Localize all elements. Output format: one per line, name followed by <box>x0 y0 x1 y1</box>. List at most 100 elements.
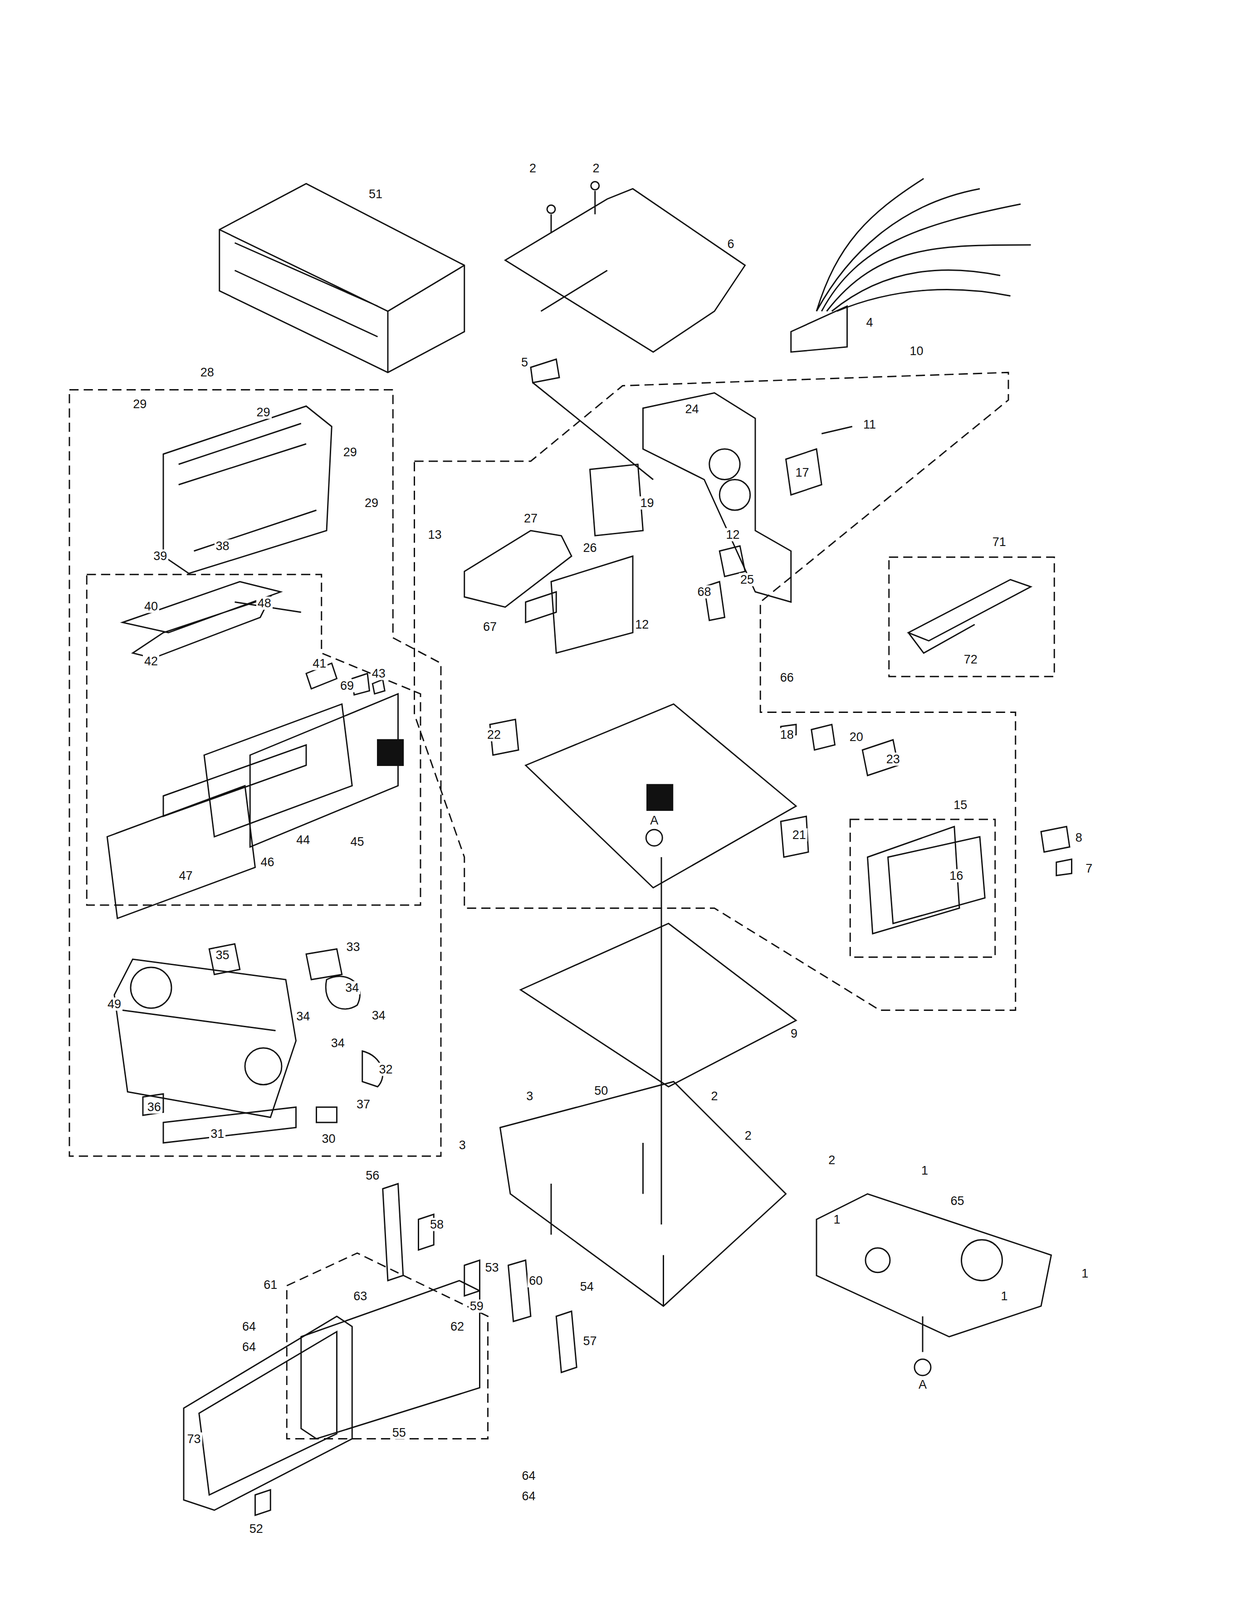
callout-number: 7 <box>1084 861 1094 876</box>
top-cover <box>505 188 746 353</box>
callout-number: 33 <box>344 940 362 954</box>
callout-number: 41 <box>311 656 328 670</box>
callout-number: 39 <box>151 549 169 563</box>
callout-number: 19 <box>638 496 656 510</box>
callout-number: 60 <box>527 1274 544 1288</box>
callout-number: 62 <box>449 1320 466 1334</box>
callout-number: 71 <box>991 535 1008 549</box>
callout-number: 29 <box>254 405 272 420</box>
callout-number: 72 <box>962 652 979 666</box>
callout-number: 20 <box>848 730 865 744</box>
callout-number: 13 <box>426 528 443 542</box>
callout-number: 29 <box>342 445 359 459</box>
callout-number: 18 <box>778 728 796 742</box>
callout-number: 24 <box>683 402 700 416</box>
callout-number: 27 <box>522 512 539 526</box>
callout-number: 64 <box>240 1340 258 1355</box>
callout-number: 61 <box>262 1278 279 1292</box>
callout-number: 57 <box>581 1334 598 1348</box>
callout-number: 34 <box>370 1008 387 1022</box>
callout-number: 40 <box>142 599 160 613</box>
callout-number: 17 <box>793 465 811 480</box>
callout-number: 5 <box>519 355 530 369</box>
callout-number: 4 <box>864 316 875 330</box>
callout-number: 31 <box>209 1127 226 1141</box>
callout-number: 1 <box>999 1289 1009 1303</box>
callout-number: 55 <box>391 1426 408 1440</box>
callout-number: 3 <box>457 1138 468 1152</box>
callout-number: 49 <box>106 997 123 1012</box>
callout-number: 46 <box>259 855 276 870</box>
callout-number: 67 <box>481 620 499 634</box>
callout-number: 36 <box>146 1100 163 1115</box>
callout-number: 59 <box>468 1300 485 1314</box>
callout-number: 56 <box>364 1169 381 1183</box>
callout-number: 64 <box>520 1489 537 1503</box>
front-panel <box>114 959 297 1118</box>
cd-mechanism <box>816 1194 1052 1338</box>
callout-number: 34 <box>343 981 361 995</box>
callout-number: 48 <box>256 596 273 610</box>
callout-number: 2 <box>743 1129 753 1143</box>
callout-number: 22 <box>485 728 503 742</box>
callout-number: 64 <box>240 1320 258 1334</box>
callout-number: 29 <box>131 397 148 411</box>
callout-number: 51 <box>367 187 384 201</box>
wire-harness <box>791 306 848 353</box>
callout-number: 42 <box>142 655 160 669</box>
group-outline <box>69 390 441 1157</box>
callout-number: 53 <box>483 1261 500 1275</box>
mounting-sleeve <box>219 183 465 373</box>
callout-number: 12 <box>724 528 741 542</box>
callout-number: 50 <box>592 1084 610 1098</box>
callout-number: 28 <box>199 366 216 380</box>
callout-number: 2 <box>591 161 601 176</box>
callout-number: 52 <box>248 1522 265 1536</box>
callout-number: 30 <box>320 1132 337 1146</box>
callout-number: 2 <box>709 1089 719 1103</box>
callout-number: 43 <box>370 667 387 681</box>
callout-number: 38 <box>214 539 231 553</box>
callout-number: 9 <box>789 1027 799 1041</box>
callout-number: 73 <box>185 1432 202 1446</box>
callout-number: 21 <box>791 828 808 842</box>
callout-number: A <box>648 814 660 828</box>
callout-number: A <box>917 1378 929 1392</box>
callout-number: 34 <box>294 1010 312 1024</box>
callout-number: 64 <box>520 1469 537 1483</box>
callout-number: 11 <box>861 418 878 432</box>
callout-number: 44 <box>294 833 312 847</box>
callout-number: 16 <box>948 869 965 883</box>
callout-number: 54 <box>578 1280 596 1294</box>
callout-number: 37 <box>355 1097 372 1111</box>
callout-number: 2 <box>528 161 538 176</box>
callout-number: 10 <box>908 344 925 358</box>
callout-number: 69 <box>338 679 356 693</box>
callout-number: 65 <box>948 1194 966 1208</box>
callout-number: 34 <box>329 1036 347 1050</box>
callout-number: 2 <box>826 1153 837 1168</box>
callout-number: 1 <box>831 1212 842 1227</box>
callout-number: 23 <box>884 752 902 767</box>
callout-number: 1 <box>919 1163 930 1178</box>
callout-number: 29 <box>363 496 380 510</box>
callout-number: 1 <box>1080 1267 1090 1281</box>
callout-number: 66 <box>778 671 796 685</box>
callout-number: 32 <box>377 1063 394 1077</box>
callout-number: 8 <box>1074 831 1084 845</box>
callout-number: 6 <box>725 237 736 251</box>
chassis <box>500 1081 787 1307</box>
callout-number: 63 <box>352 1289 369 1303</box>
callout-number: 25 <box>738 573 756 587</box>
callout-number: 12 <box>633 618 651 632</box>
callout-number: 58 <box>428 1218 445 1232</box>
callout-number: 47 <box>177 869 194 883</box>
callout-number: 26 <box>581 541 598 555</box>
callout-number: 3 <box>524 1089 535 1103</box>
callout-number: 45 <box>348 835 366 849</box>
callout-number: 15 <box>952 798 969 812</box>
front-bezel <box>183 1316 353 1511</box>
callout-number: 68 <box>695 585 713 599</box>
